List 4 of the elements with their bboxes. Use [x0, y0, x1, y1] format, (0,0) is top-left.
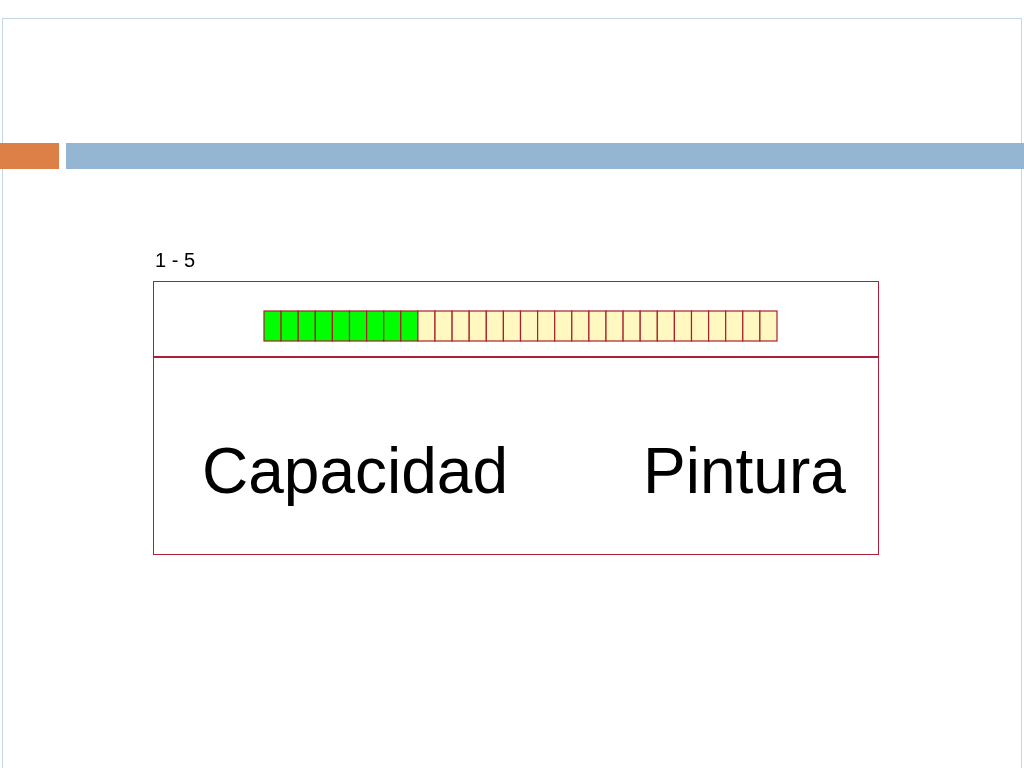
column-label: Pintura [643, 435, 846, 507]
table-band [153, 356, 879, 555]
range-label: 1 - 5 [155, 248, 196, 272]
column-label: Capacidad [202, 435, 508, 507]
